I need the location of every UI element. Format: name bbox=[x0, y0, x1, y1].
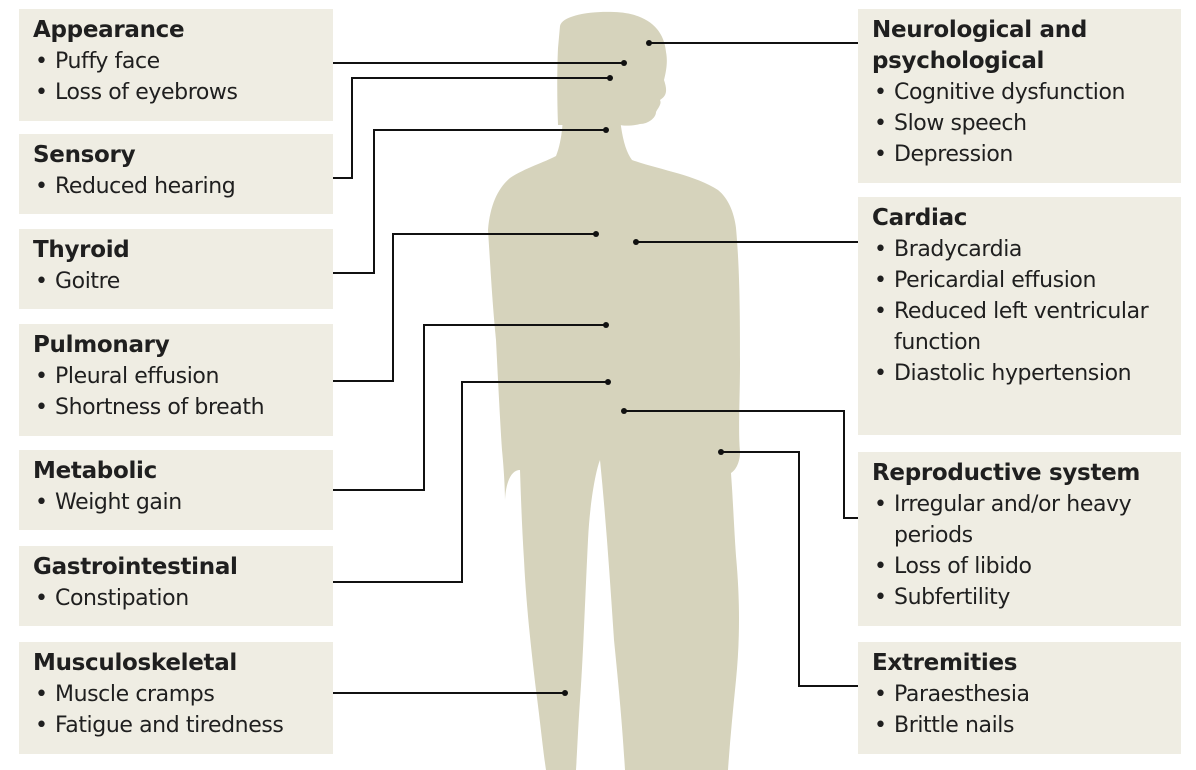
gastrointestinal-title: Gastrointestinal bbox=[33, 554, 238, 580]
pulmonary-leader-line bbox=[333, 233, 596, 382]
neurological-leader-dot bbox=[646, 40, 652, 46]
neurological-box: Neurological and psychologicalCognitive … bbox=[858, 9, 1181, 183]
thyroid-list: Goitre bbox=[33, 266, 321, 297]
sensory-box: SensoryReduced hearing bbox=[19, 134, 333, 214]
thyroid-leader-line bbox=[333, 129, 606, 274]
cardiac-item: Diastolic hypertension bbox=[872, 358, 1169, 389]
metabolic-list: Weight gain bbox=[33, 487, 321, 518]
pulmonary-item: Shortness of breath bbox=[33, 392, 321, 423]
thyroid-title: Thyroid bbox=[33, 237, 130, 263]
cardiac-list: BradycardiaPericardial effusionReduced l… bbox=[872, 234, 1169, 389]
metabolic-item: Weight gain bbox=[33, 487, 321, 518]
pulmonary-item: Pleural effusion bbox=[33, 361, 321, 392]
extremities-list: ParaesthesiaBrittle nails bbox=[872, 679, 1169, 741]
thyroid-item: Goitre bbox=[33, 266, 321, 297]
sensory-title: Sensory bbox=[33, 142, 136, 168]
pulmonary-list: Pleural effusionShortness of breath bbox=[33, 361, 321, 423]
thyroid-box: ThyroidGoitre bbox=[19, 229, 333, 309]
neurological-title: Neurological and psychological bbox=[872, 17, 1088, 74]
reproductive-list: Irregular and/or heavy periodsLoss of li… bbox=[872, 489, 1169, 613]
metabolic-box: MetabolicWeight gain bbox=[19, 450, 333, 530]
sensory-leader-line bbox=[333, 77, 610, 179]
reproductive-title: Reproductive system bbox=[872, 460, 1141, 486]
reproductive-leader-dot bbox=[621, 408, 627, 414]
gastrointestinal-leader-line bbox=[333, 381, 608, 583]
appearance-item: Loss of eyebrows bbox=[33, 77, 321, 108]
pulmonary-box: PulmonaryPleural effusionShortness of br… bbox=[19, 324, 333, 436]
neurological-list: Cognitive dysfunctionSlow speechDepressi… bbox=[872, 77, 1169, 170]
extremities-leader-line bbox=[721, 451, 858, 687]
thyroid-leader-dot bbox=[603, 127, 609, 133]
extremities-item: Brittle nails bbox=[872, 710, 1169, 741]
cardiac-box: CardiacBradycardiaPericardial effusionRe… bbox=[858, 197, 1181, 435]
sensory-leader-dot bbox=[607, 75, 613, 81]
metabolic-leader-line bbox=[333, 324, 606, 491]
pulmonary-leader-dot bbox=[593, 231, 599, 237]
reproductive-item: Irregular and/or heavy periods bbox=[872, 489, 1169, 551]
metabolic-leader-dot bbox=[603, 322, 609, 328]
sensory-list: Reduced hearing bbox=[33, 171, 321, 202]
human-body-silhouette bbox=[488, 11, 740, 770]
extremities-title: Extremities bbox=[872, 650, 1018, 676]
reproductive-box: Reproductive systemIrregular and/or heav… bbox=[858, 452, 1181, 626]
gastrointestinal-box: GastrointestinalConstipation bbox=[19, 546, 333, 626]
appearance-item: Puffy face bbox=[33, 46, 321, 77]
musculoskeletal-list: Muscle crampsFatigue and tiredness bbox=[33, 679, 321, 741]
appearance-title: Appearance bbox=[33, 17, 185, 43]
appearance-leader-dot bbox=[621, 60, 627, 66]
neurological-item: Cognitive dysfunction bbox=[872, 77, 1169, 108]
reproductive-leader-line bbox=[624, 410, 858, 519]
sensory-item: Reduced hearing bbox=[33, 171, 321, 202]
musculoskeletal-box: MusculoskeletalMuscle crampsFatigue and … bbox=[19, 642, 333, 754]
musculoskeletal-title: Musculoskeletal bbox=[33, 650, 237, 676]
reproductive-item: Loss of libido bbox=[872, 551, 1169, 582]
cardiac-leader-dot bbox=[633, 239, 639, 245]
cardiac-item: Bradycardia bbox=[872, 234, 1169, 265]
metabolic-title: Metabolic bbox=[33, 458, 157, 484]
musculoskeletal-leader-dot bbox=[562, 690, 568, 696]
gastrointestinal-item: Constipation bbox=[33, 583, 321, 614]
neurological-item: Slow speech bbox=[872, 108, 1169, 139]
reproductive-item: Subfertility bbox=[872, 582, 1169, 613]
cardiac-item: Pericardial effusion bbox=[872, 265, 1169, 296]
appearance-box: AppearancePuffy faceLoss of eyebrows bbox=[19, 9, 333, 121]
neurological-item: Depression bbox=[872, 139, 1169, 170]
pulmonary-title: Pulmonary bbox=[33, 332, 170, 358]
musculoskeletal-item: Fatigue and tiredness bbox=[33, 710, 321, 741]
head bbox=[557, 11, 667, 126]
musculoskeletal-item: Muscle cramps bbox=[33, 679, 321, 710]
appearance-list: Puffy faceLoss of eyebrows bbox=[33, 46, 321, 108]
cardiac-title: Cardiac bbox=[872, 205, 968, 231]
gastrointestinal-leader-dot bbox=[605, 379, 611, 385]
cardiac-item: Reduced left ventricular function bbox=[872, 296, 1169, 358]
extremities-box: ExtremitiesParaesthesiaBrittle nails bbox=[858, 642, 1181, 754]
gastrointestinal-list: Constipation bbox=[33, 583, 321, 614]
extremities-leader-dot bbox=[718, 449, 724, 455]
extremities-item: Paraesthesia bbox=[872, 679, 1169, 710]
neck-and-torso bbox=[488, 118, 740, 770]
